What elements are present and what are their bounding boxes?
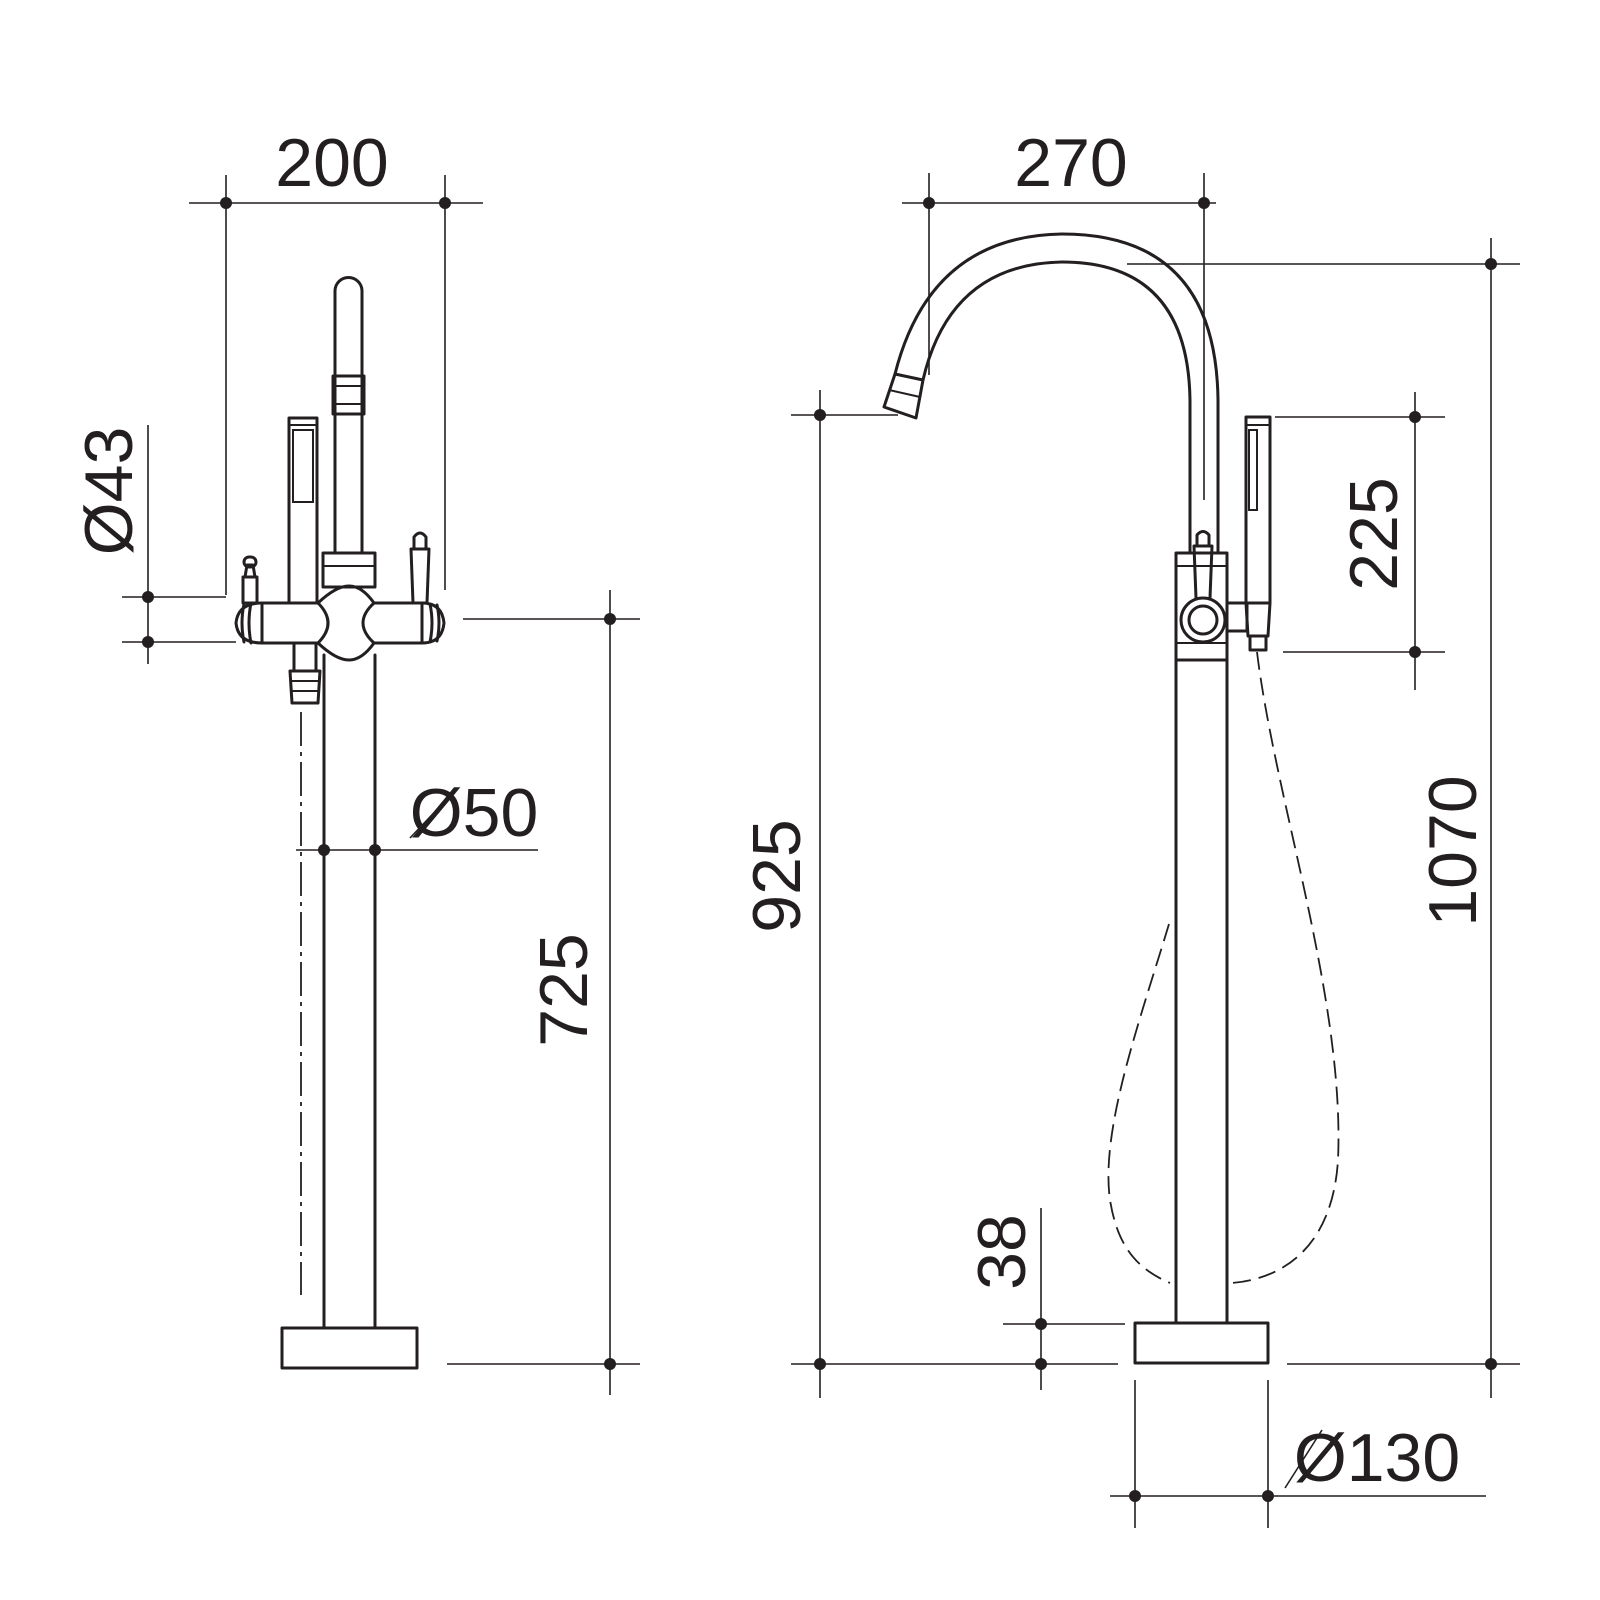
front-right-handle <box>409 531 446 645</box>
dim-side-overall-height: 1070 <box>1127 238 1520 1398</box>
dim-label-d50: Ø50 <box>410 775 539 851</box>
dim-side-reach: 270 <box>902 125 1216 500</box>
side-column <box>1174 658 1229 1325</box>
dim-front-body-diameter: Ø50 <box>296 775 538 856</box>
dim-side-spout-height: 925 <box>739 390 1118 1398</box>
dim-label-225: 225 <box>1336 477 1412 590</box>
dim-label-d130: Ø130 <box>1294 1420 1460 1496</box>
side-view: 270 925 1070 225 <box>739 125 1520 1528</box>
side-gooseneck-spout <box>882 232 1220 555</box>
front-spout-pipe <box>331 276 366 555</box>
front-mixer-body <box>260 551 424 662</box>
front-left-handle <box>234 555 264 645</box>
front-column <box>322 653 377 1330</box>
front-view: 200 Ø43 Ø50 725 <box>71 125 640 1395</box>
front-hand-shower <box>287 416 319 605</box>
dim-label-1070: 1070 <box>1415 775 1491 926</box>
dim-label-725: 725 <box>526 933 602 1046</box>
dim-label-d43: Ø43 <box>71 427 147 556</box>
side-hose-left <box>1107 923 1171 1284</box>
dim-front-handle-diameter: Ø43 <box>71 425 236 664</box>
dim-side-base-height: 38 <box>964 1208 1125 1390</box>
dim-label-270: 270 <box>1014 125 1127 201</box>
side-base-plate <box>1133 1321 1270 1365</box>
dim-front-width: 200 <box>189 125 483 595</box>
front-base-plate <box>280 1326 419 1370</box>
dim-label-38: 38 <box>964 1214 1040 1290</box>
front-outlet <box>288 641 322 705</box>
side-hose <box>1231 651 1340 1284</box>
dim-front-handle-height: 725 <box>447 590 640 1395</box>
dim-side-handshower-length: 225 <box>1275 392 1445 690</box>
side-hand-shower <box>1225 415 1272 652</box>
dim-side-base-diameter: Ø130 <box>1110 1380 1486 1528</box>
side-mixer-body <box>1174 530 1229 662</box>
dim-label-200: 200 <box>275 125 388 201</box>
dim-label-925: 925 <box>739 819 815 932</box>
